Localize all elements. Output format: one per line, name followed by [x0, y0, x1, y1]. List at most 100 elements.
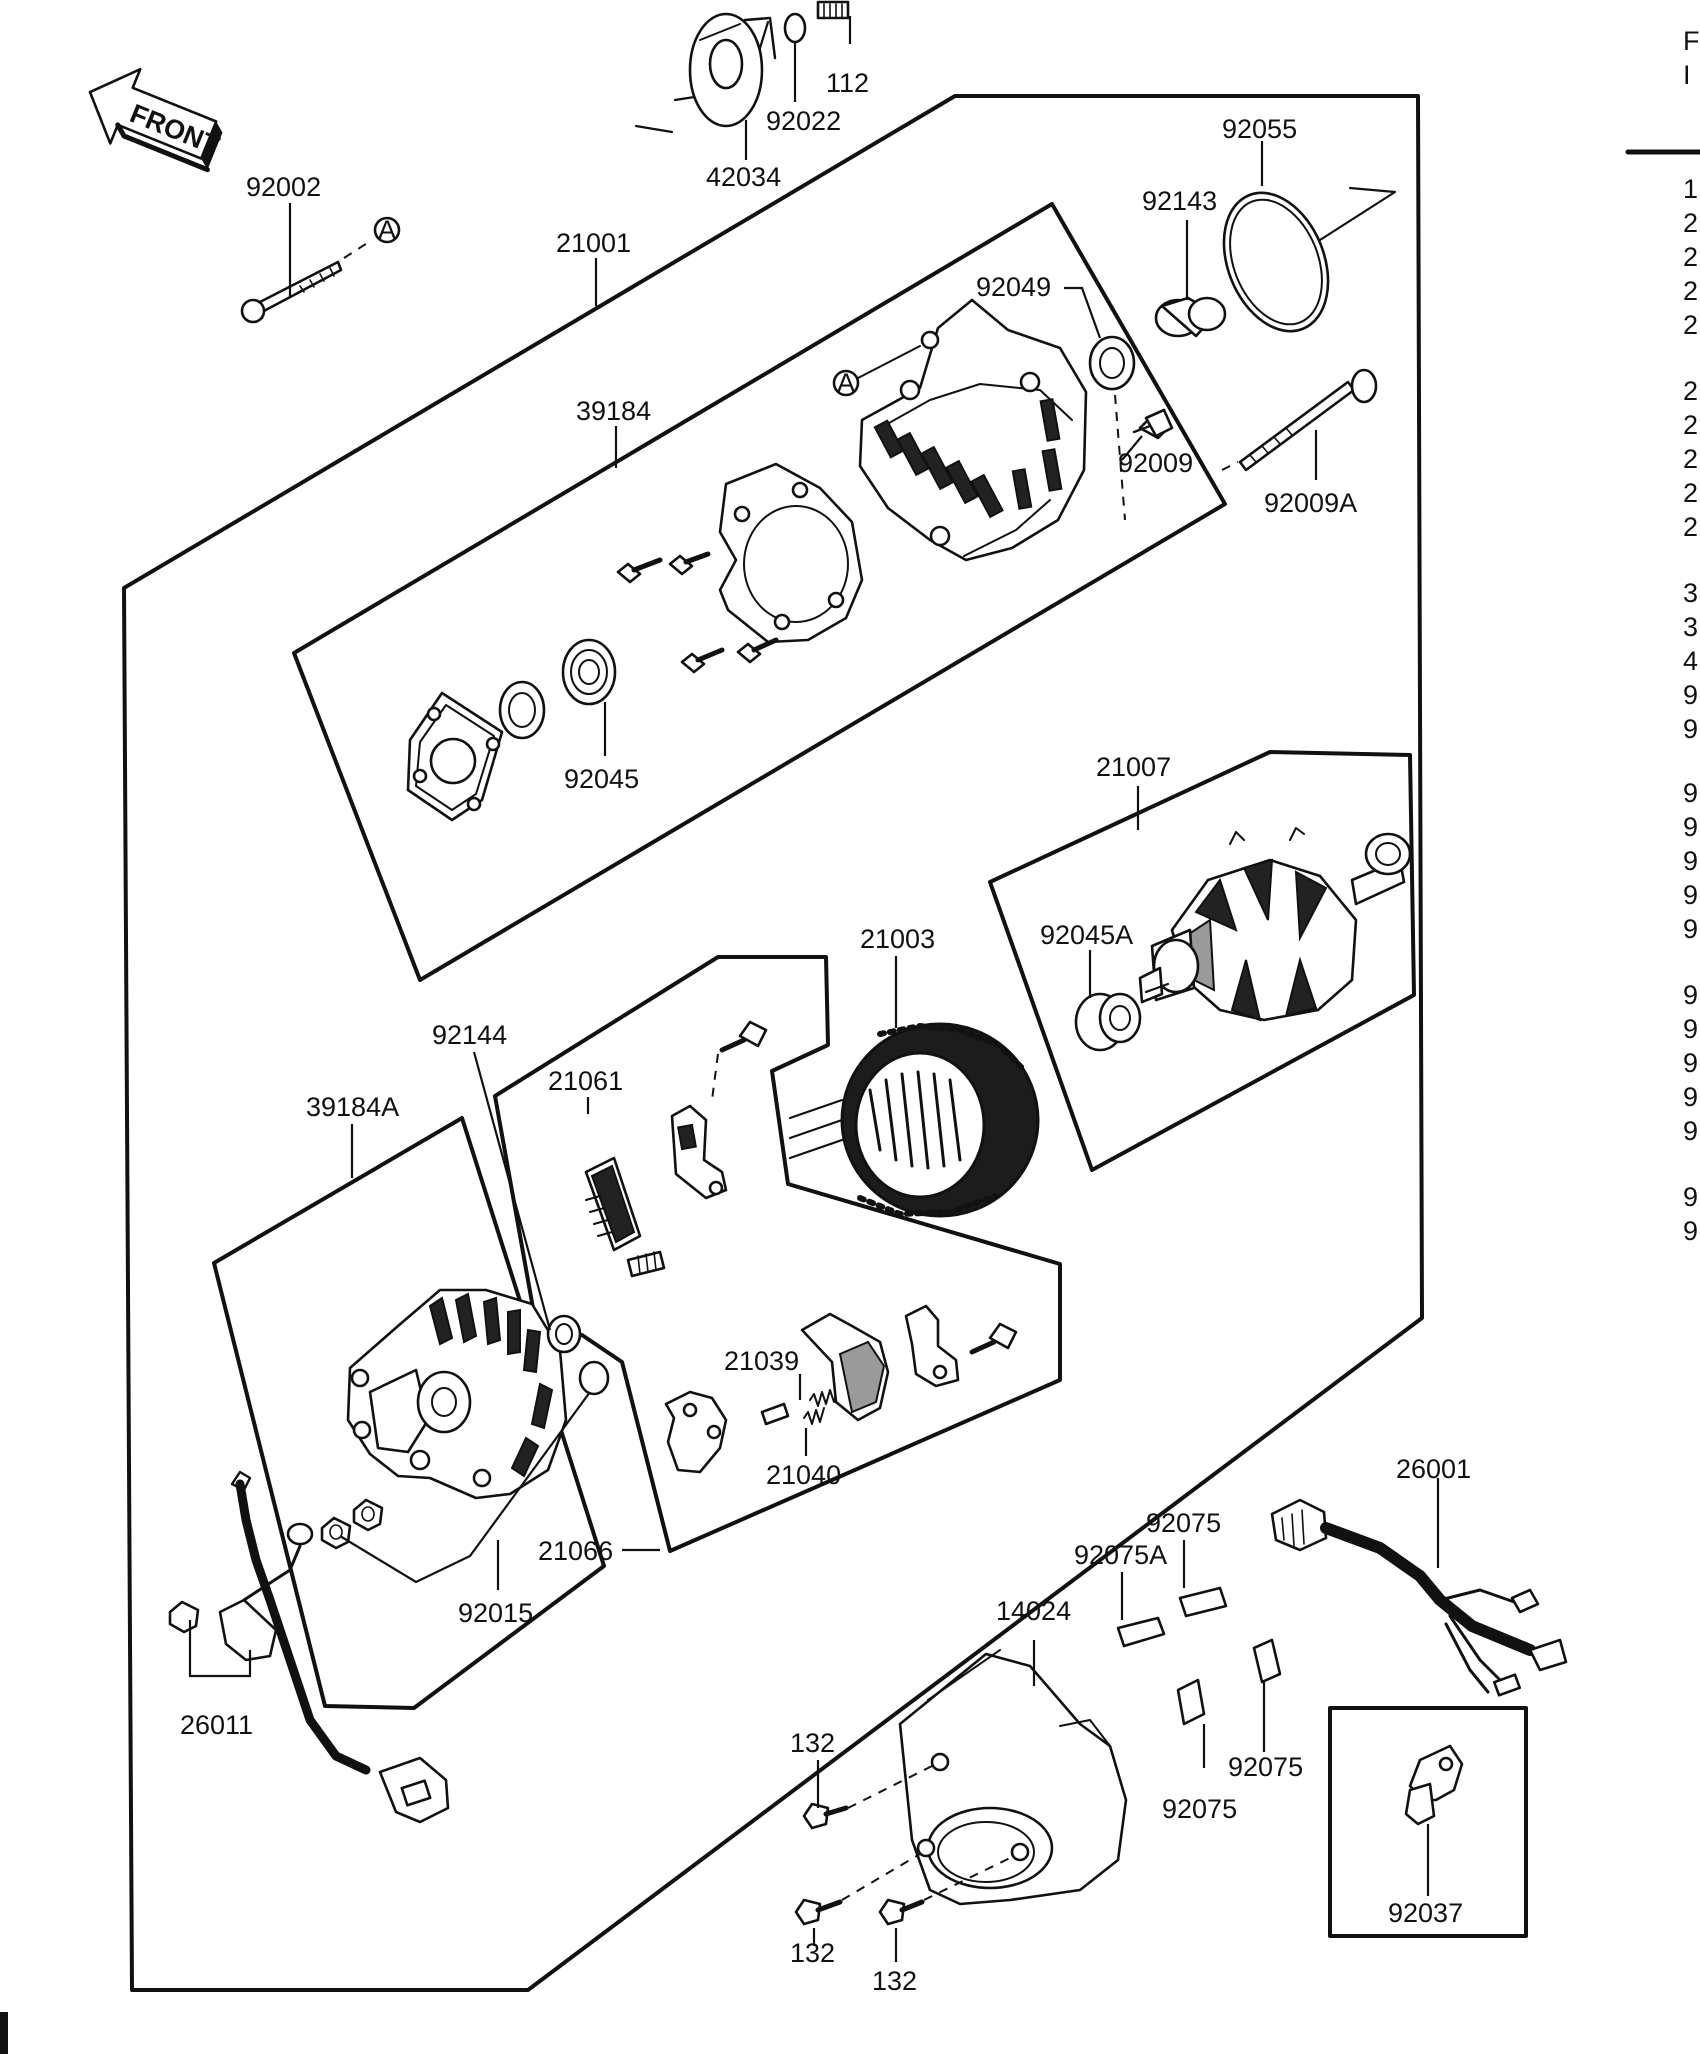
clamp-part: [1404, 1744, 1464, 1826]
side-index-number: 3: [1683, 612, 1698, 642]
label-92009: 92009: [1118, 448, 1193, 478]
label-92015: 92015: [458, 1598, 533, 1628]
bearing-part: [561, 638, 617, 706]
side-header-letter: I: [1683, 60, 1691, 90]
rear-bearing-part: [1074, 992, 1142, 1052]
through-bolt-part: [1221, 368, 1378, 472]
label-21040: 21040: [766, 1460, 841, 1490]
label-21001: 21001: [556, 228, 631, 258]
label-92143: 92143: [1142, 186, 1217, 216]
edge-mark: [0, 2012, 8, 2054]
label-92144: 92144: [432, 1020, 507, 1050]
gasket-plate-part: [406, 691, 504, 822]
side-index-number: 9: [1683, 1082, 1698, 1112]
side-index-number: 9: [1683, 846, 1698, 876]
label-92075-right: 92075: [1228, 1752, 1303, 1782]
insulator-part-small: [578, 1360, 610, 1396]
side-index-number: 1: [1683, 174, 1698, 204]
label-92075A: 92075A: [1074, 1540, 1167, 1570]
regulator-group-frame: [493, 955, 1062, 1553]
brush-holder-parts: [664, 1304, 1018, 1474]
washer-part: [783, 12, 807, 44]
retainer-plate-part: [718, 462, 864, 644]
main-assembly-frame: [122, 94, 1424, 1992]
side-index-number: 9: [1683, 1182, 1698, 1212]
leader-lines: [188, 16, 1440, 1962]
damper-parts: [1116, 1586, 1282, 1726]
side-index-number: 2: [1683, 478, 1698, 508]
marker-a-housing: A: [832, 345, 921, 398]
front-cover-housing: [858, 298, 1088, 562]
side-index-number: 2: [1683, 276, 1698, 306]
side-index-number: 9: [1683, 1216, 1698, 1246]
label-39184: 39184: [576, 396, 651, 426]
side-index-number: 9: [1683, 714, 1698, 744]
terminal-nuts: [320, 1498, 384, 1550]
marker-a-top: A: [343, 215, 401, 259]
label-92055: 92055: [1222, 114, 1297, 144]
label-132-lower-left: 132: [790, 1938, 835, 1968]
label-14024: 14024: [996, 1596, 1071, 1626]
alternator-cover-part: [898, 1649, 1128, 1906]
label-132-lower-right: 132: [872, 1966, 917, 1996]
label-92045: 92045: [564, 764, 639, 794]
side-index-number: 2: [1683, 242, 1698, 272]
pulley-part: [634, 12, 777, 134]
label-21039: 21039: [724, 1346, 799, 1376]
side-index-number: 9: [1683, 1014, 1698, 1044]
label-92075-left: 92075: [1162, 1794, 1237, 1824]
label-21061: 21061: [548, 1066, 623, 1096]
side-index-number: 2: [1683, 376, 1698, 406]
screw-part: [1132, 408, 1174, 440]
label-21007: 21007: [1096, 752, 1171, 782]
label-92037: 92037: [1388, 1898, 1463, 1928]
label-92022: 92022: [766, 106, 841, 136]
lead-wire-part: [168, 1470, 450, 1824]
side-index-number: 3: [1683, 578, 1698, 608]
oil-seal-part: [1088, 335, 1136, 391]
label-39184A: 39184A: [306, 1092, 399, 1122]
side-index-number: 9: [1683, 1116, 1698, 1146]
wire-harness-part: [1270, 1498, 1568, 1697]
plate-screws: [616, 551, 779, 674]
label-92009A: 92009A: [1264, 488, 1357, 518]
side-index-number: 9: [1683, 680, 1698, 710]
side-index-number: 9: [1683, 778, 1698, 808]
side-index-number: 2: [1683, 208, 1698, 238]
side-header-letter: F: [1683, 26, 1700, 56]
marker-a-text: A: [378, 215, 396, 245]
label-92049: 92049: [976, 272, 1051, 302]
label-21003: 21003: [860, 924, 935, 954]
side-index-number: 2: [1683, 512, 1698, 542]
label-21066: 21066: [538, 1536, 613, 1566]
insulator-part: [546, 1314, 582, 1354]
rear-housing-part: [346, 1288, 568, 1500]
side-index-number: 2: [1683, 444, 1698, 474]
stator-part: [788, 1022, 1040, 1218]
label-92002: 92002: [246, 172, 321, 202]
side-index-number: 9: [1683, 914, 1698, 944]
long-bolt-part: [240, 260, 343, 324]
side-index-number: 9: [1683, 1048, 1698, 1078]
o-ring-part: [1222, 191, 1330, 333]
front-cover-group-frame: [292, 202, 1227, 982]
rotor-group-frame: [988, 750, 1416, 1172]
front-direction-badge: FRONT: [88, 67, 224, 173]
regulator-parts: [584, 1020, 768, 1278]
clamp-group-frame: [1328, 1706, 1528, 1938]
part-number-labels: 112 92022 42034 92002 21001 92055 92143 …: [180, 68, 1471, 1996]
rear-housing-group-frame: [212, 1116, 606, 1710]
side-index-number: 9: [1683, 812, 1698, 842]
label-26001: 26001: [1396, 1454, 1471, 1484]
side-index-number: 2: [1683, 310, 1698, 340]
label-92075-top: 92075: [1146, 1508, 1221, 1538]
label-42034: 42034: [706, 162, 781, 192]
side-index-number: 9: [1683, 880, 1698, 910]
collar-part: [1154, 296, 1227, 338]
label-92045A: 92045A: [1040, 920, 1133, 950]
label-112: 112: [826, 68, 869, 98]
side-index-number: 9: [1683, 980, 1698, 1010]
cover-bolts: [794, 1765, 1015, 1926]
